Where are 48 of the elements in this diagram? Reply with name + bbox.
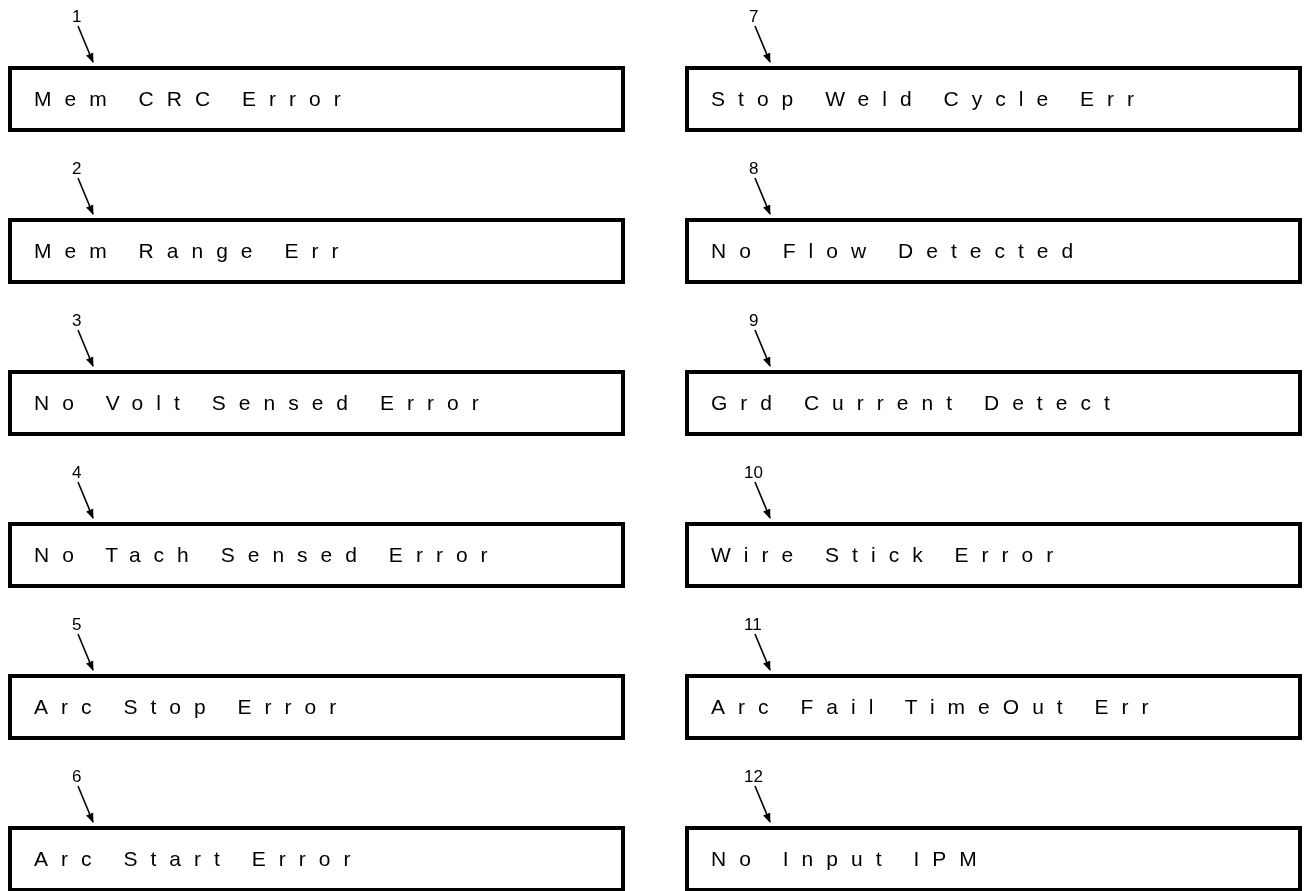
display-box — [8, 218, 625, 284]
display-box — [8, 370, 625, 436]
display-box — [685, 826, 1302, 891]
display-message: Stop Weld Cycle Err — [711, 87, 1148, 111]
callout-number: 5 — [72, 616, 82, 634]
callout-number: 9 — [749, 312, 759, 330]
leader-line — [77, 481, 94, 519]
display-box — [8, 674, 625, 740]
callout-number: 8 — [749, 160, 759, 178]
leader-line — [754, 785, 771, 823]
display-box — [8, 66, 625, 132]
display-message: Arc Stop Error — [34, 695, 350, 719]
callout-number: 10 — [744, 464, 763, 482]
leader-line — [754, 481, 771, 519]
display-message: Arc Fail TimeOut Err — [711, 695, 1162, 719]
display-box — [685, 66, 1302, 132]
leader-line — [77, 177, 94, 215]
leader-line — [77, 633, 94, 671]
display-message: Mem CRC Error — [34, 87, 354, 111]
display-box — [685, 218, 1302, 284]
callout-number: 7 — [749, 8, 759, 26]
callout-number: 1 — [72, 8, 82, 26]
leader-line — [77, 329, 94, 367]
callout-number: 3 — [72, 312, 82, 330]
leader-line — [77, 785, 94, 823]
leader-line — [754, 329, 771, 367]
display-message: Mem Range Err — [34, 239, 352, 263]
display-message: No Flow Detected — [711, 239, 1087, 263]
display-message: No Volt Sensed Error — [34, 391, 492, 415]
callout-number: 6 — [72, 768, 82, 786]
leader-line — [77, 25, 94, 63]
display-box — [8, 826, 625, 891]
display-box — [685, 674, 1302, 740]
callout-number: 12 — [744, 768, 763, 786]
callout-number: 11 — [744, 616, 762, 634]
display-message: Arc Start Error — [34, 847, 364, 871]
display-message: Grd Current Detect — [711, 391, 1123, 415]
display-message: Wire Stick Error — [711, 543, 1067, 567]
display-box — [685, 370, 1302, 436]
callout-number: 2 — [72, 160, 82, 178]
leader-line — [754, 177, 771, 215]
callout-number: 4 — [72, 464, 82, 482]
display-box — [8, 522, 625, 588]
display-box — [685, 522, 1302, 588]
display-message: No Tach Sensed Error — [34, 543, 501, 567]
leader-line — [754, 25, 771, 63]
leader-line — [754, 633, 771, 671]
display-message: No Input IPM — [711, 847, 990, 871]
